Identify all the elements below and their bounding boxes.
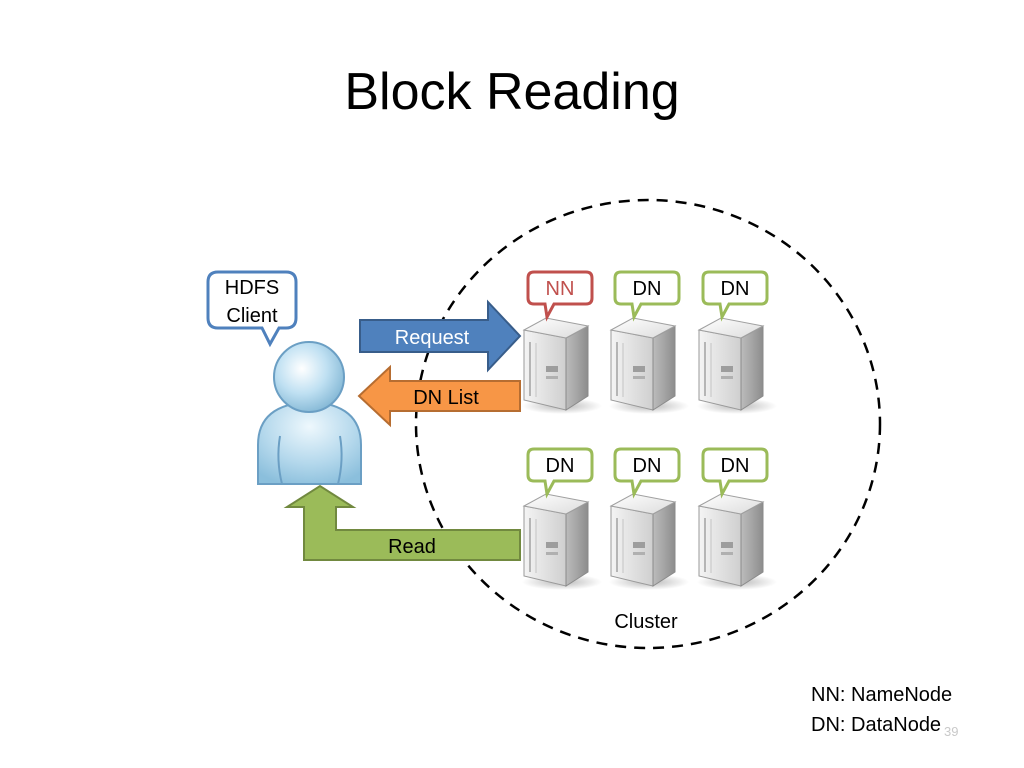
datanode-label: DN [633,455,662,477]
datanode-label: DN [546,455,575,477]
datanode-server: DN [697,447,777,590]
legend: NN: NameNode DN: DataNode [811,680,952,740]
client-speech-bubble: HDFS Client [206,270,298,348]
datanode-server: DN [522,447,602,590]
datanode-server: DN [609,447,689,590]
server-icon [609,493,689,590]
server-icon [522,317,602,414]
user-icon [257,341,362,485]
read-arrow-label: Read [388,536,436,558]
server-icon [609,317,689,414]
dn-list-arrow-label: DN List [413,387,479,409]
datanode-server: DN [609,270,689,414]
datanode-label-bubble: DN [526,447,594,499]
request-arrow: Request [359,299,522,373]
cluster-boundary [414,198,882,650]
namenode-label: NN [546,278,575,300]
dn-list-arrow: DN List [357,364,521,428]
datanode-label-bubble: DN [613,270,681,322]
datanode-label-bubble: DN [701,270,769,322]
request-arrow-label: Request [395,327,470,349]
server-icon [697,493,777,590]
datanode-label-bubble: DN [701,447,769,499]
legend-namenode: NN: NameNode [811,684,953,706]
namenode-server: NN [522,270,602,414]
client-bubble-line1: HDFS [225,277,279,299]
datanode-label-bubble: DN [613,447,681,499]
slide-title: Block Reading [344,63,680,121]
namenode-label-bubble: NN [526,270,594,322]
datanode-label: DN [633,278,662,300]
datanode-server: DN [697,270,777,414]
client-bubble-line2: Client [226,305,278,327]
read-arrow: Read [283,484,521,561]
datanode-label: DN [721,455,750,477]
page-number: 39 [944,724,959,739]
cluster-label: Cluster [614,611,678,633]
server-grid: NN DN DN DN DN DN [522,270,777,590]
legend-datanode: DN: DataNode [811,714,942,736]
datanode-label: DN [721,278,750,300]
server-icon [522,493,602,590]
server-icon [697,317,777,414]
